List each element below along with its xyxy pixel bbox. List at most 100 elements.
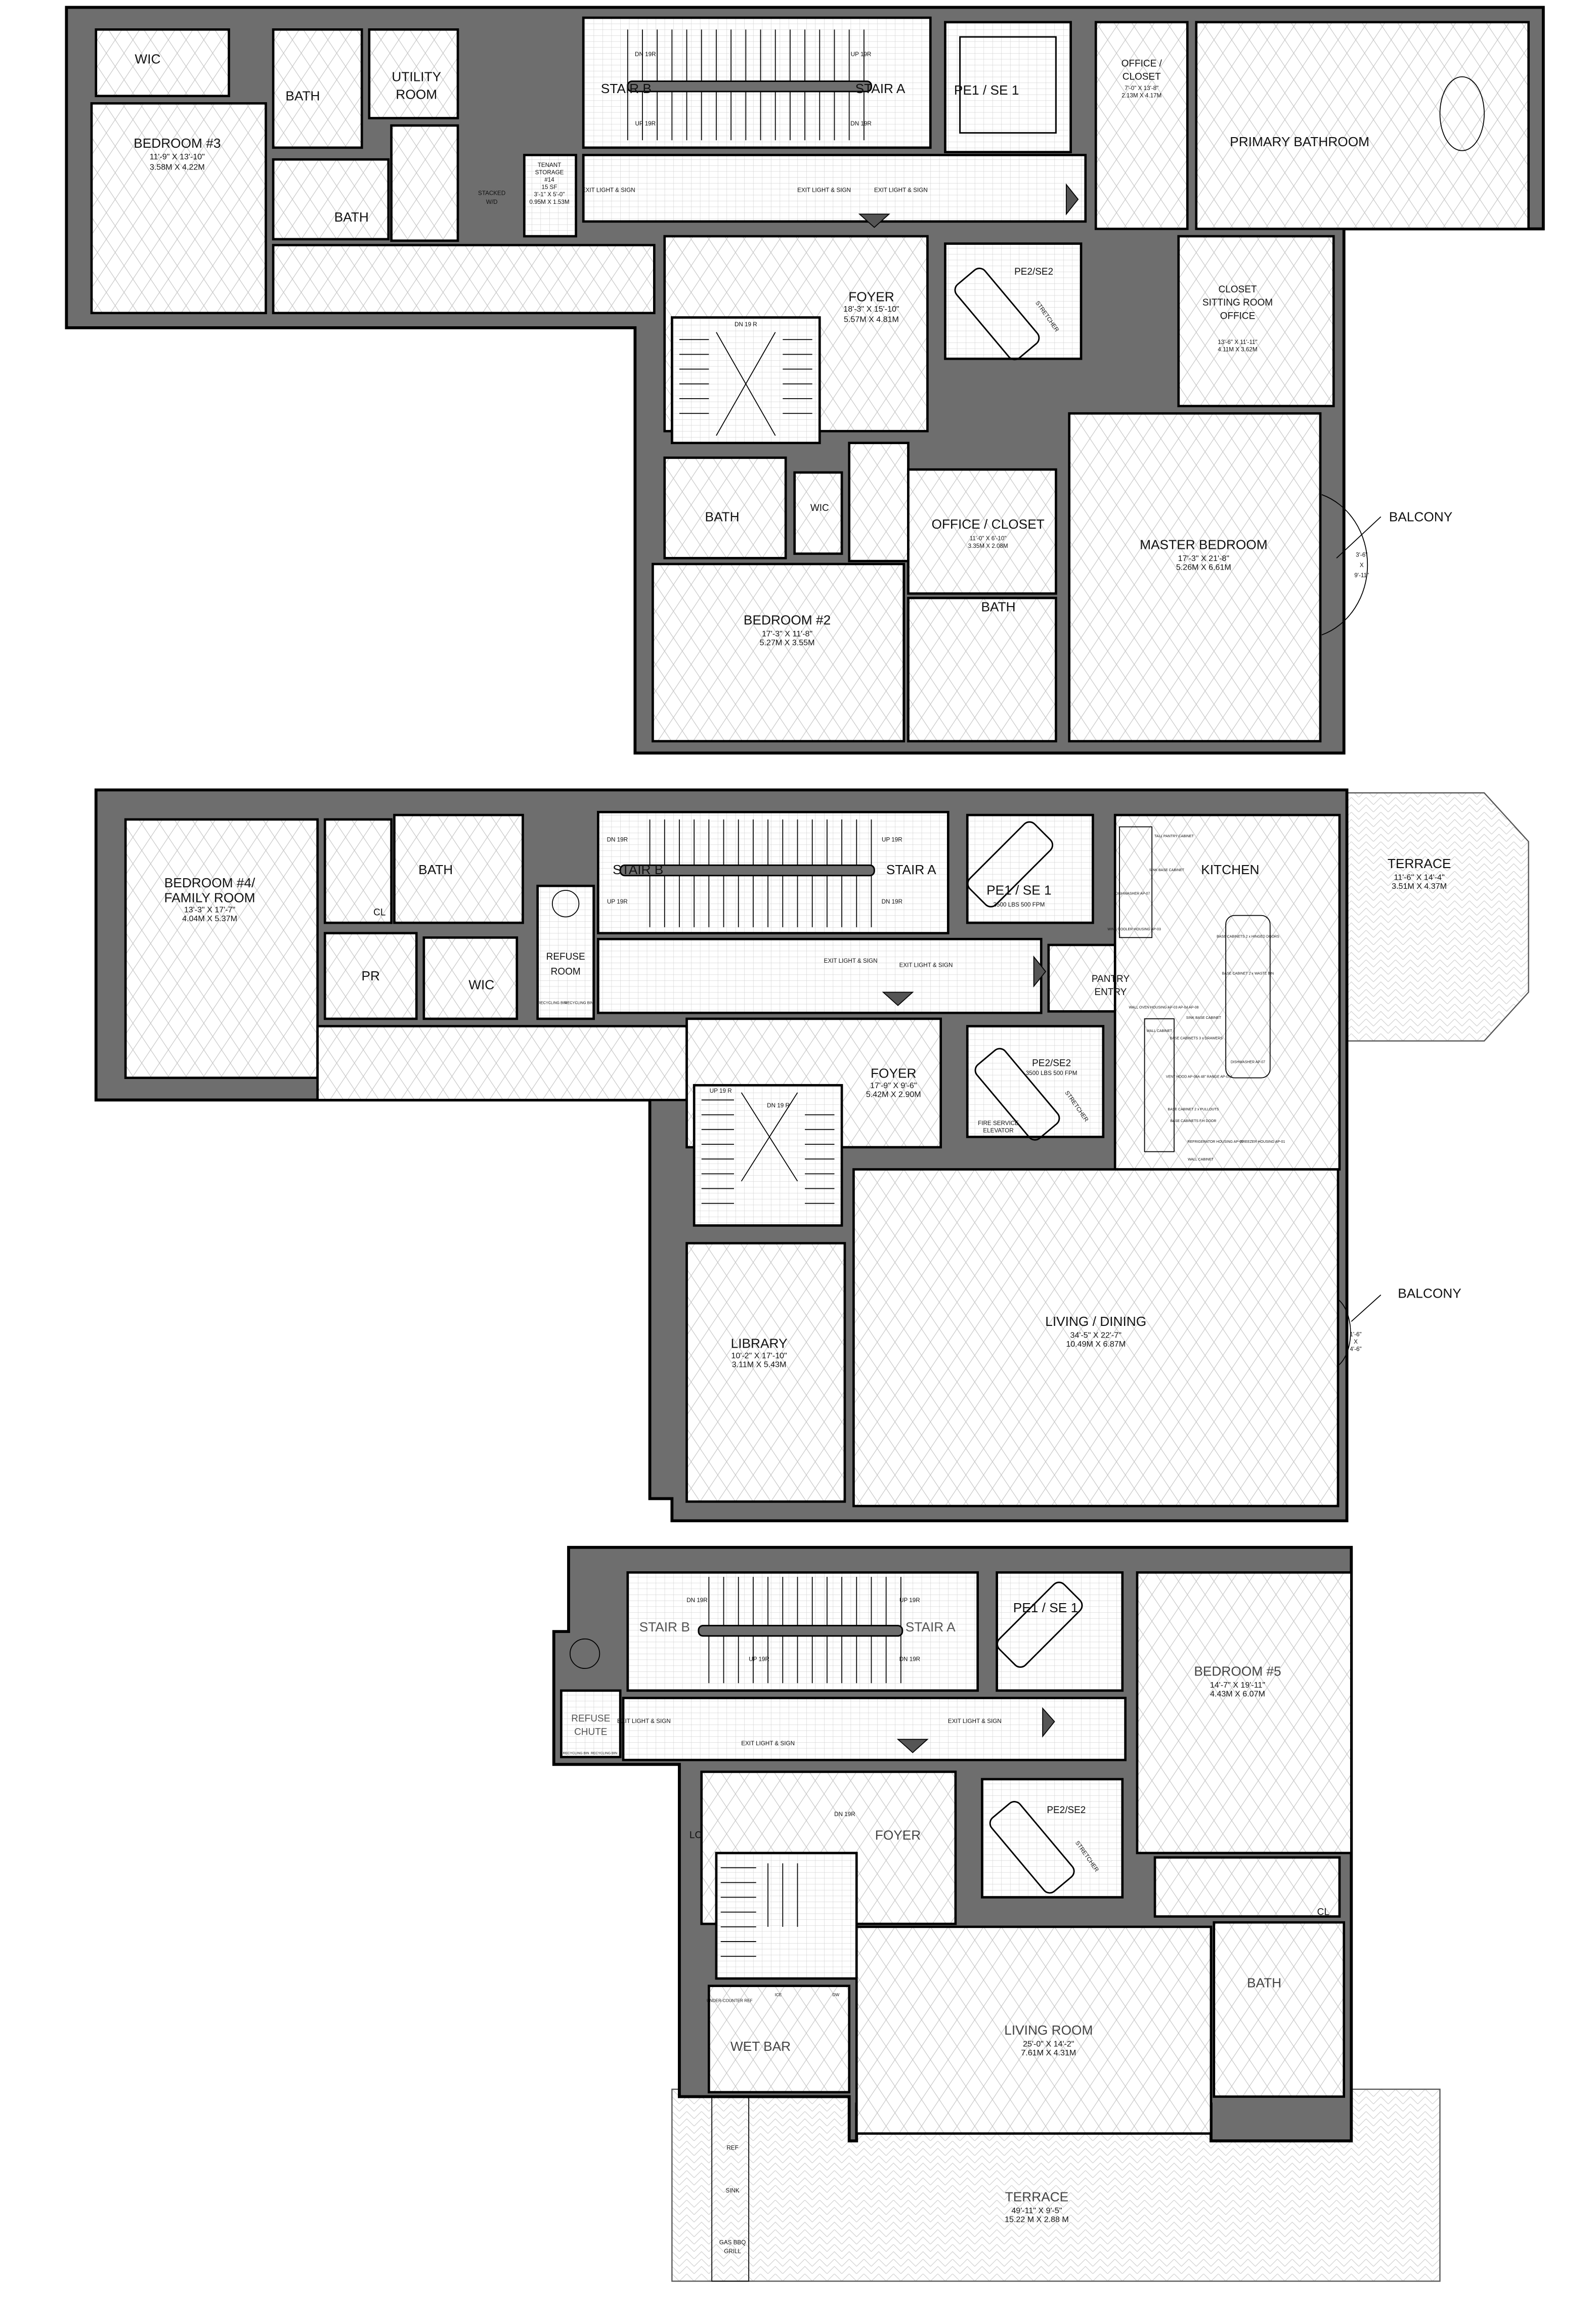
stair-mark: DN 19R [635,51,656,58]
stair-b-label: STAIR B [601,81,652,96]
bath-top-room [272,28,363,149]
wet-bar-item-label: DW [833,1993,840,1997]
wic-small-room [793,471,843,555]
room-label-bath: BATH [285,88,320,103]
room-label-utility: UTILITY [392,69,441,84]
utility-hall [390,124,459,242]
room-label-terrace: TERRACE [1005,2189,1069,2205]
room-dims-imperial: 13'-3" X 17'-7" [184,906,236,915]
refuse-chute-room [560,1689,622,1758]
room-dims-metric: 3.58M X 4.22M [150,163,205,172]
room-label-foyer: FOYER [875,1828,921,1843]
room-dims-imperial: 7'-0" X 13'-8" [1125,85,1158,92]
elevator-pe2 [981,1778,1124,1899]
elevator-spec: 3500 LBS 500 FPM [1026,1070,1077,1077]
room-label-utility: ROOM [396,87,437,102]
room-label-bath: BATH [418,862,453,877]
exit-light-sign-label: EXIT LIGHT & SIGN [617,1718,671,1725]
utility-room [368,28,459,119]
room-label-tenant-storage: TENANT [538,162,562,168]
exit-arrow-right-icon [1042,1707,1055,1738]
wet-bar-room [707,1985,851,2094]
balcony-dims: X [1360,562,1364,569]
room-label-master-bedroom: MASTER BEDROOM [1140,537,1268,552]
room-label-wet-bar: WET BAR [730,2039,791,2054]
elevator-pe1 [944,21,1072,153]
exit-light-sign-label: EXIT LIGHT & SIGN [824,958,878,964]
room-label-closet: CL [373,908,385,918]
room-label-refuse-room: REFUSE [546,952,585,962]
recycling-bin-label: RECYCLING BIN [565,1001,593,1005]
exit-arrow-down-icon [896,1739,929,1753]
wet-bar-item-label: UNDER-COUNTER REF [707,1999,753,2003]
bedroom-3-room [90,102,267,315]
elevator-corridor [582,154,1087,223]
room-dims-imperial: 34'-5" X 22'-7" [1070,1330,1122,1340]
kitchen-room [1113,813,1341,1171]
room-dims-imperial: 17'-3" X 11'-8" [762,629,813,638]
floor-1: WIC BATH UTILITY ROOM BEDROOM #3 11'-9" … [65,6,1545,755]
stair-mark: UP 19R [607,898,628,905]
room-label-tenant-storage: 15 SF [541,184,557,191]
elevator-car [959,36,1057,134]
stair-mark: DN 19R [850,120,871,127]
floor-3: STAIR B STAIR A DN 19R UP 19R UP 19R DN … [552,1545,1441,2282]
recycling-bin-label: RECYCLING BIN [591,1751,617,1755]
terrace-2-area [1343,792,1529,1042]
room-label-library: LIBRARY [731,1336,788,1351]
room-label-linen-closet: LC [689,1830,702,1841]
elevator-spec: 3500 LBS 500 FPM [994,901,1045,908]
kitchen-item-label: SINK BASE CABINET [1186,1016,1222,1020]
refuse-chute-icon [570,1638,600,1669]
stretcher-icon [954,268,1040,361]
room-label-bath: BATH [1247,1975,1281,1991]
room-label-bedroom-4: BEDROOM #4/ [164,875,255,890]
stretcher-icon [989,1801,1075,1894]
kitchen-item-label: FREEZER HOUSING AP-01 [1240,1140,1285,1144]
terrace-item-label: GRILL [724,2248,741,2255]
room-dims-imperial: 18'-3" X 15'-10" [843,305,899,314]
room-dims-metric: 4.43M X 6.07M [1210,1690,1265,1699]
elevator-pe2 [944,242,1083,360]
inner-stair-treads [679,332,812,436]
room-label-wic: WIC [135,52,160,67]
elevator-pe2-label: PE2/SE2 [1014,267,1053,277]
exit-light-sign-label: EXIT LIGHT & SIGN [874,187,928,193]
bedroom-5-room [1136,1571,1353,1855]
room-label-primary-bathroom: PRIMARY BATHROOM [1230,134,1369,149]
stair-rail [619,864,875,877]
stretcher-icon [974,1048,1060,1141]
elevator-corridor-3 [622,1697,1127,1761]
inner-stair-3 [715,1852,858,1980]
refuse-room [536,884,595,1020]
kitchen-item-label: BASE CABINET 2 x PULLOUTS [1168,1108,1219,1111]
balcony-leader [1351,1295,1382,1322]
room-dims-metric: 4.04M X 5.37M [182,914,237,923]
stair-rail [698,1625,903,1637]
room-dims-metric: 3.51M X 4.37M [1392,882,1447,891]
room-dims-imperial: 11'-0" X 6'-10" [970,535,1007,542]
room-label-stacked-wd: STACKED [478,190,505,196]
stair-mark: DN 19R [899,1656,920,1663]
balcony-dims: X [1354,1339,1358,1345]
exit-arrow-down-icon [882,992,914,1006]
room-label-bath: BATH [981,599,1015,614]
library-room [685,1242,846,1503]
room-label-tenant-storage: #14 [544,177,554,183]
room-dims-imperial: 25'-0" X 14'-2" [1023,2039,1074,2048]
room-dims-imperial: 49'-11" X 9'-5" [1011,2206,1062,2215]
stair-mark: DN 19 R [735,321,757,328]
exit-light-sign-label: EXIT LIGHT & SIGN [948,1718,1002,1725]
room-dims-metric: 5.57M X 4.81M [844,315,899,324]
stair-mark: UP 19R [899,1597,920,1604]
kitchen-item-label: TALL PANTRY CABINET [1154,835,1194,838]
room-label-refuse-room: ROOM [551,966,581,977]
room-dims-metric: 5.27M X 3.55M [760,638,815,647]
kitchen-item-label: BASE CABINETS F.H DOOR [1170,1120,1216,1123]
balcony-dims: 1'-6" [1350,1331,1361,1338]
room-label-pantry-entry: PANTRY [1092,974,1130,984]
room-label-refuse-chute: REFUSE [571,1713,610,1724]
room-label-wic: WIC [468,977,494,993]
room-label-pantry-entry: ENTRY [1094,987,1127,998]
kitchen-item-label: DISHWASHER AP-07 [1115,892,1150,896]
